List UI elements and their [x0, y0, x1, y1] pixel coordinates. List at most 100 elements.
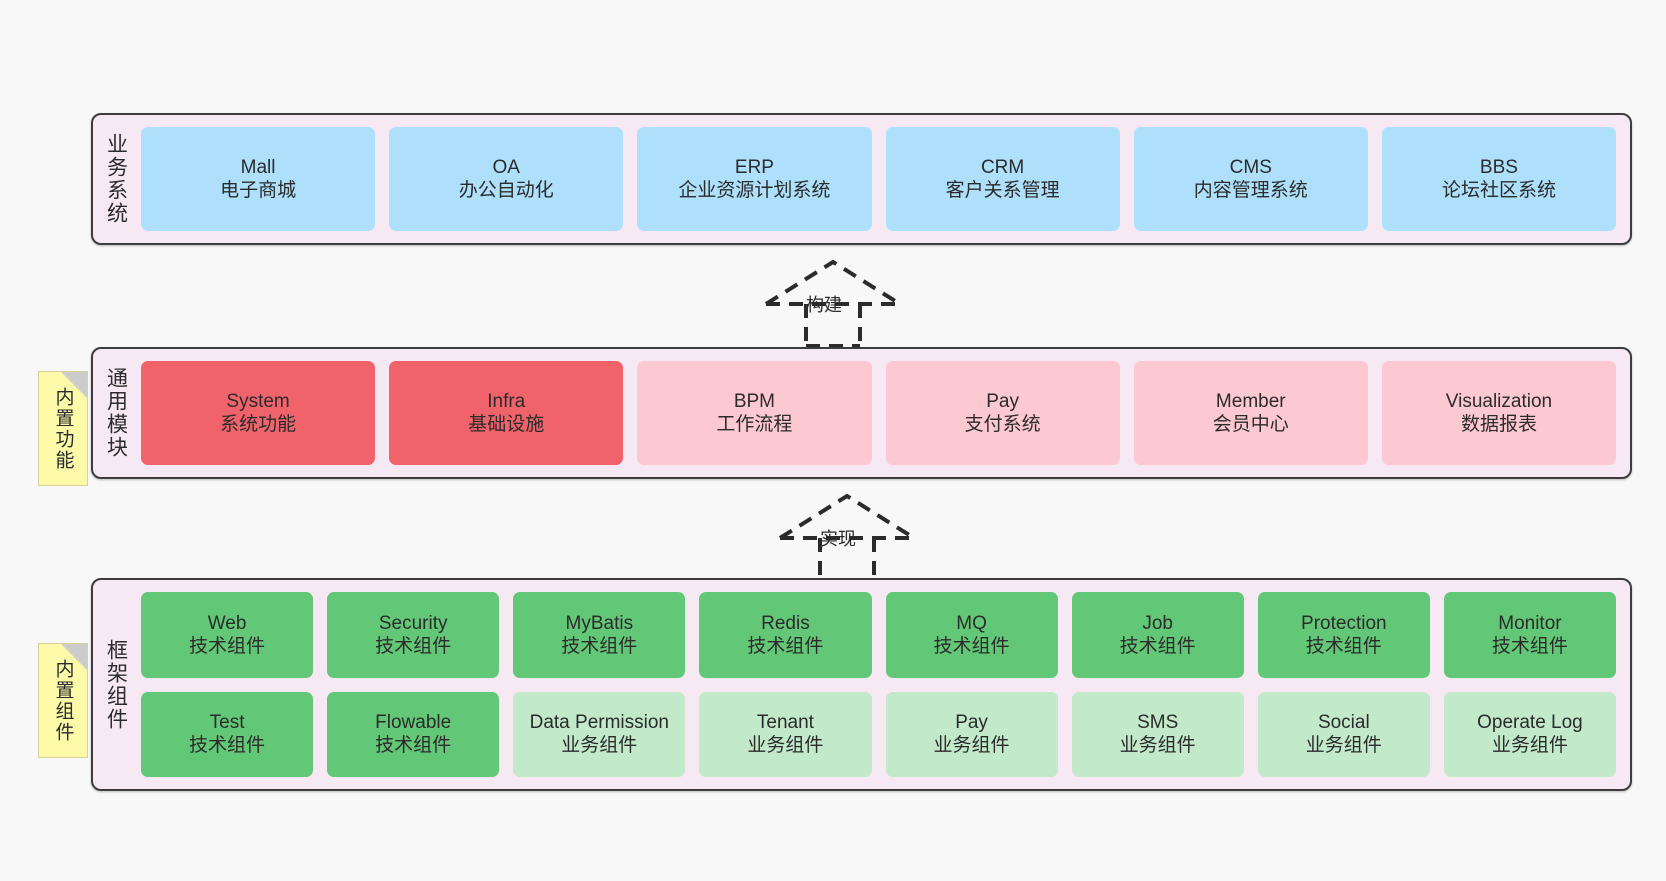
component-desc: 技术组件 [1491, 635, 1568, 657]
module-desc: 客户关系管理 [945, 180, 1060, 201]
module-card-oa[interactable]: OA 办公自动化 [389, 127, 624, 231]
component-card-security[interactable]: Security 技术组件 [327, 592, 500, 678]
connector-implement: 实现 [772, 490, 922, 582]
component-desc: 业务组件 [1305, 735, 1382, 757]
module-name: CMS [1229, 156, 1272, 178]
component-name: Operate Log [1477, 712, 1583, 734]
component-desc: 技术组件 [189, 635, 266, 657]
component-card-pay[interactable]: Pay 业务组件 [885, 691, 1058, 777]
module-card-system[interactable]: System 系统功能 [141, 361, 376, 465]
module-desc: 会员中心 [1212, 414, 1289, 435]
note-fold-corner-icon [61, 372, 87, 398]
module-desc: 企业资源计划系统 [678, 180, 831, 201]
module-card-bbs[interactable]: BBS 论坛社区系统 [1381, 127, 1617, 231]
component-name: Web [207, 612, 247, 634]
component-card-protection[interactable]: Protection 技术组件 [1257, 592, 1430, 678]
layer-title-framework-components: 框架组件 [104, 638, 128, 731]
module-desc: 系统功能 [220, 414, 297, 435]
connector-label-build: 构建 [806, 295, 842, 315]
component-name: Job [1142, 612, 1173, 634]
module-name: Infra [487, 390, 526, 412]
module-card-erp[interactable]: ERP 企业资源计划系统 [637, 127, 872, 231]
layer-title-common-modules: 通用模块 [104, 367, 128, 459]
module-card-pay[interactable]: Pay 支付系统 [885, 361, 1120, 465]
layer-body-framework-components: Web 技术组件 Security 技术组件 MyBatis 技术组件 Redi… [139, 580, 1630, 789]
component-desc: 业务组件 [1491, 735, 1568, 757]
component-desc: 技术组件 [747, 635, 824, 657]
component-card-redis[interactable]: Redis 技术组件 [699, 592, 872, 678]
component-name: Monitor [1498, 612, 1562, 634]
component-desc: 技术组件 [189, 735, 266, 757]
component-desc: 技术组件 [561, 635, 638, 657]
layer-row: Test 技术组件 Flowable 技术组件 Data Permission … [141, 691, 1616, 777]
layer-title-business-systems: 业务系统 [104, 133, 128, 225]
module-desc: 内容管理系统 [1193, 180, 1308, 201]
component-card-monitor[interactable]: Monitor 技术组件 [1443, 592, 1616, 678]
component-card-test[interactable]: Test 技术组件 [141, 691, 314, 777]
module-desc: 办公自动化 [458, 180, 554, 201]
component-desc: 技术组件 [375, 735, 452, 757]
note-label: 内置功能 [52, 386, 74, 471]
component-card-tenant[interactable]: Tenant 业务组件 [699, 691, 872, 777]
module-card-visualization[interactable]: Visualization 数据报表 [1381, 361, 1617, 465]
layer-business-systems[interactable]: 业务系统 Mall 电子商城 OA 办公自动化 ERP 企业资源计划系统 CRM… [91, 113, 1632, 245]
component-name: SMS [1137, 712, 1179, 734]
component-name: Data Permission [529, 712, 669, 734]
module-card-crm[interactable]: CRM 客户关系管理 [885, 127, 1120, 231]
component-name: Tenant [756, 712, 814, 734]
component-desc: 业务组件 [747, 735, 824, 757]
layer-common-modules[interactable]: 通用模块 System 系统功能 Infra 基础设施 BPM 工作流程 Pay… [91, 347, 1632, 479]
component-name: Flowable [375, 712, 452, 734]
component-card-job[interactable]: Job 技术组件 [1071, 592, 1244, 678]
module-card-infra[interactable]: Infra 基础设施 [389, 361, 624, 465]
component-card-mq[interactable]: MQ 技术组件 [885, 592, 1058, 678]
note-fold-corner-icon [61, 644, 87, 670]
module-card-mall[interactable]: Mall 电子商城 [141, 127, 376, 231]
module-name: Visualization [1445, 390, 1553, 412]
connector-label-implement: 实现 [820, 529, 856, 549]
component-card-mybatis[interactable]: MyBatis 技术组件 [513, 592, 686, 678]
module-card-member[interactable]: Member 会员中心 [1133, 361, 1368, 465]
layer-row: System 系统功能 Infra 基础设施 BPM 工作流程 Pay 支付系统… [141, 361, 1617, 465]
module-desc: 数据报表 [1460, 414, 1537, 435]
component-card-data-permission[interactable]: Data Permission 业务组件 [513, 691, 686, 777]
layer-body-business-systems: Mall 电子商城 OA 办公自动化 ERP 企业资源计划系统 CRM 客户关系… [139, 115, 1630, 243]
component-name: MQ [956, 612, 987, 634]
component-name: Test [209, 712, 245, 734]
module-desc: 支付系统 [964, 414, 1041, 435]
module-name: Member [1215, 390, 1286, 412]
module-card-cms[interactable]: CMS 内容管理系统 [1133, 127, 1368, 231]
module-name: BPM [733, 390, 776, 412]
component-card-flowable[interactable]: Flowable 技术组件 [327, 691, 500, 777]
component-card-operate-log[interactable]: Operate Log 业务组件 [1443, 691, 1616, 777]
note-label: 内置组件 [52, 658, 74, 743]
component-card-web[interactable]: Web 技术组件 [141, 592, 314, 678]
component-desc: 技术组件 [1305, 635, 1382, 657]
note-builtin-components: 内置组件 [38, 643, 88, 758]
component-desc: 技术组件 [933, 635, 1010, 657]
module-desc: 电子商城 [220, 180, 297, 201]
layer-framework-components[interactable]: 框架组件 Web 技术组件 Security 技术组件 MyBatis 技术组件… [91, 578, 1632, 791]
component-desc: 业务组件 [933, 735, 1010, 757]
layer-row: Web 技术组件 Security 技术组件 MyBatis 技术组件 Redi… [141, 592, 1616, 678]
module-desc: 基础设施 [468, 414, 545, 435]
component-desc: 技术组件 [375, 635, 452, 657]
module-name: CRM [980, 156, 1025, 178]
module-card-bpm[interactable]: BPM 工作流程 [637, 361, 872, 465]
module-desc: 工作流程 [716, 414, 793, 435]
module-name: Mall [240, 156, 276, 178]
module-name: Pay [986, 390, 1019, 412]
note-builtin-functions: 内置功能 [38, 371, 88, 486]
component-card-sms[interactable]: SMS 业务组件 [1071, 691, 1244, 777]
layer-body-common-modules: System 系统功能 Infra 基础设施 BPM 工作流程 Pay 支付系统… [139, 349, 1630, 477]
component-name: Protection [1301, 612, 1387, 634]
module-name: BBS [1479, 156, 1518, 178]
layer-row: Mall 电子商城 OA 办公自动化 ERP 企业资源计划系统 CRM 客户关系… [141, 127, 1617, 231]
component-desc: 技术组件 [1119, 635, 1196, 657]
connector-build: 构建 [758, 256, 908, 348]
component-name: MyBatis [565, 612, 634, 634]
module-desc: 论坛社区系统 [1441, 180, 1556, 201]
component-name: Pay [955, 712, 988, 734]
component-card-social[interactable]: Social 业务组件 [1257, 691, 1430, 777]
